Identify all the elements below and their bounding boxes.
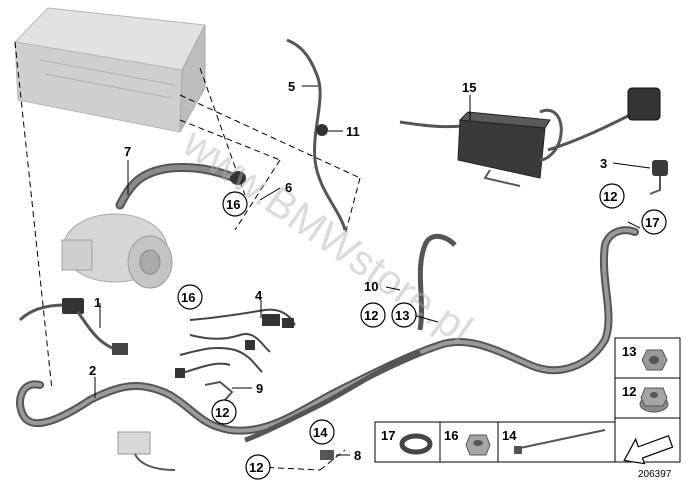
callout-7: 7	[124, 144, 131, 159]
clip-9	[204, 380, 234, 401]
callout-15: 15	[462, 80, 476, 95]
sensor-unit-bottom	[117, 431, 176, 471]
legend-label-14: 14	[502, 428, 517, 443]
circle-16b	[177, 284, 203, 310]
legend-label-13: 13	[622, 344, 636, 359]
circle-12a	[599, 183, 625, 209]
legend-nut-13	[641, 349, 668, 371]
alternator-part	[61, 213, 173, 289]
label-12a: 12	[603, 189, 617, 204]
callout-5: 5	[288, 79, 295, 94]
callout-8: 8	[354, 448, 361, 463]
legend-boxes	[374, 337, 681, 463]
label-16a: 16	[226, 197, 240, 212]
legend-nut-16	[465, 434, 491, 456]
circle-12d	[245, 454, 271, 480]
sensor-3	[649, 160, 668, 195]
harness-4	[174, 308, 296, 378]
callout-11: 11	[346, 124, 360, 139]
callout-9: 9	[256, 381, 263, 396]
legend-label-16: 16	[444, 428, 458, 443]
control-unit-box	[13, 7, 206, 133]
callout-labels: 5 11 15 3 7 6 1 2 4 10 9 8	[89, 79, 607, 463]
cable-1	[18, 298, 128, 355]
cable-5	[286, 38, 347, 231]
callout-3: 3	[600, 156, 607, 171]
bracket-8	[320, 450, 334, 460]
legend-arrow-icon	[623, 435, 674, 465]
legend-labels: 13 12 17 16 14	[381, 344, 636, 443]
harness-branch	[417, 233, 457, 331]
label-14: 14	[313, 425, 328, 440]
label-13: 13	[395, 308, 409, 323]
callout-1: 1	[94, 295, 101, 310]
legend-tie-14	[514, 429, 606, 454]
reference-number: 206397	[638, 469, 672, 480]
label-12c: 12	[215, 405, 229, 420]
circled-callout-labels: 16 12 17 16 12 13 12 14 12	[181, 189, 659, 475]
hose-7-end	[230, 171, 246, 185]
legend-label-17: 17	[381, 428, 395, 443]
label-12b: 12	[364, 308, 378, 323]
callout-2: 2	[89, 363, 96, 378]
callout-10: 10	[364, 279, 378, 294]
legend-label-12: 12	[622, 384, 636, 399]
circled-callouts	[177, 183, 667, 480]
label-16b: 16	[181, 290, 195, 305]
grommet-11	[316, 124, 328, 136]
label-12d: 12	[249, 460, 263, 475]
module-15	[399, 87, 661, 187]
leader-lines	[94, 85, 651, 456]
circle-12c	[211, 399, 237, 425]
circle-16a	[222, 191, 248, 217]
circle-12b	[360, 302, 386, 328]
callout-4: 4	[255, 288, 263, 303]
circle-17	[641, 209, 667, 235]
legend-nut-12	[639, 387, 669, 413]
callout-6: 6	[285, 180, 292, 195]
label-17: 17	[645, 215, 659, 230]
circle-14	[309, 419, 335, 445]
circle-13	[391, 302, 417, 328]
legend-seal-17	[399, 433, 433, 455]
